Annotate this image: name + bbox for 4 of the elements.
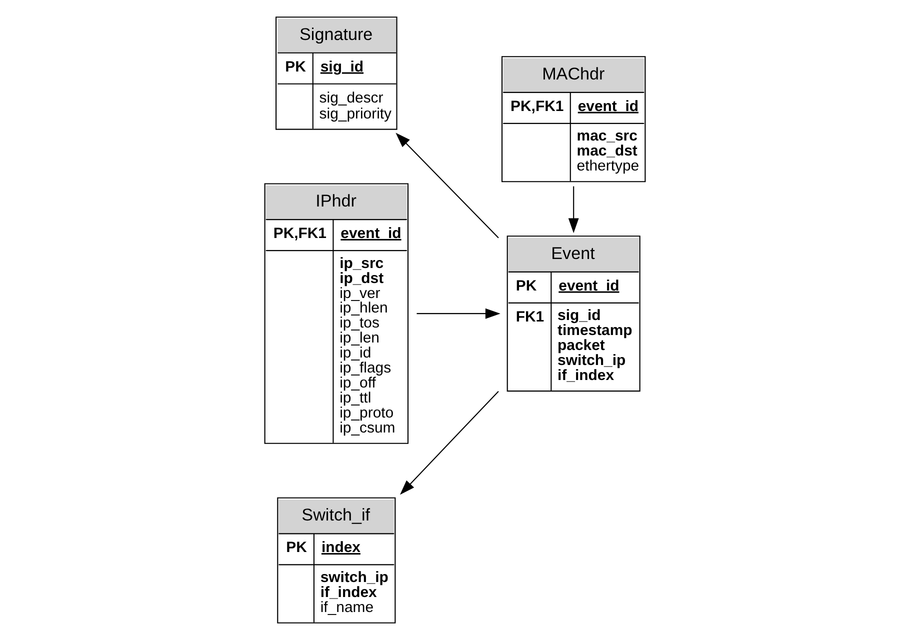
arrow	[395, 132, 498, 238]
arrow	[399, 391, 498, 495]
arrow	[416, 308, 500, 319]
arrow	[568, 186, 578, 234]
